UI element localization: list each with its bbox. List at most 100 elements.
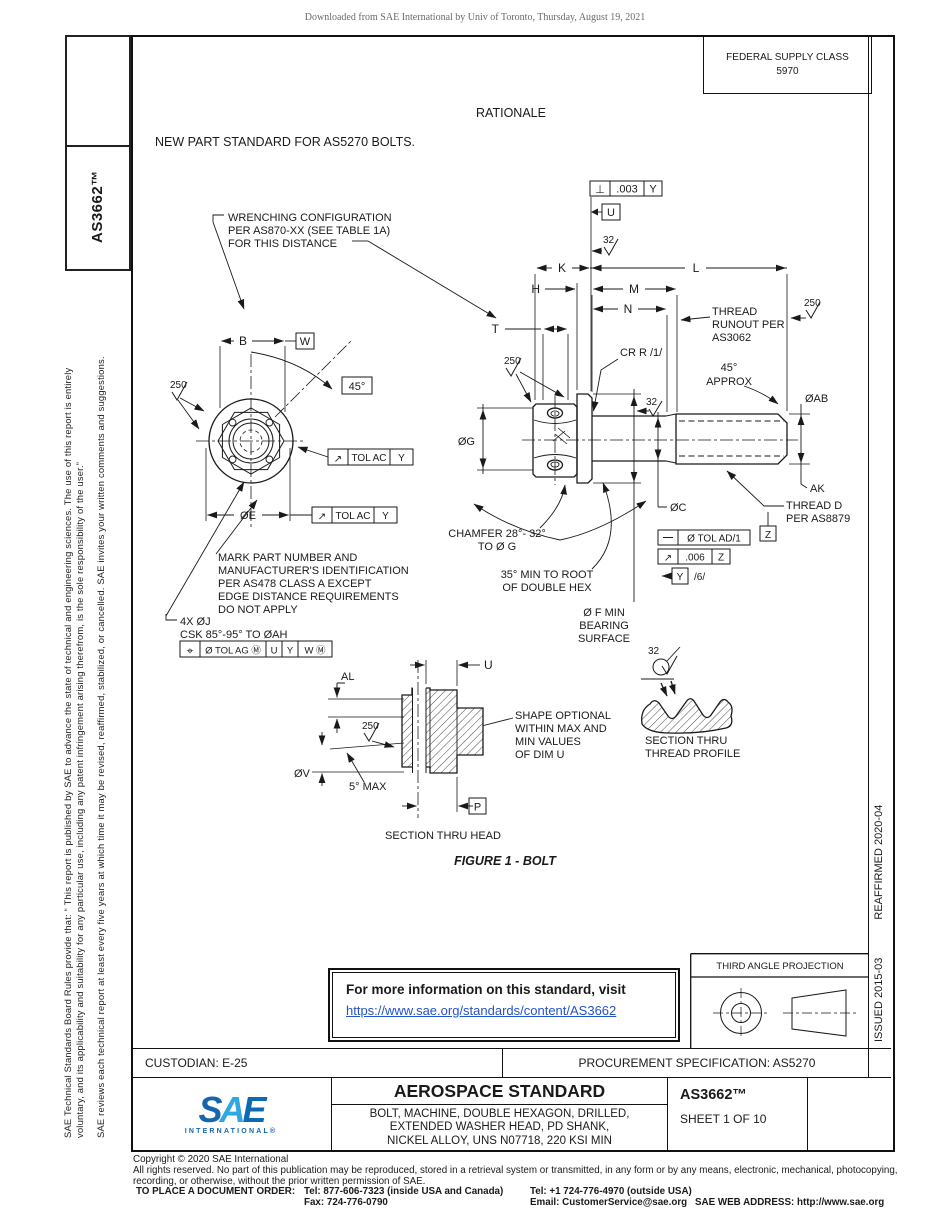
doc-number: AS3662™ [680, 1086, 747, 1103]
doc-type-heading: AEROSPACE STANDARD [332, 1078, 667, 1105]
custodian-label: CUSTODIAN: E-25 [131, 1049, 503, 1077]
fax-number: Fax: 724-776-0790 [304, 1197, 388, 1209]
rationale-heading: RATIONALE [476, 106, 546, 120]
datum-y-box: Y [677, 572, 684, 583]
leader-lines [165, 214, 806, 783]
chamfer-note-line1: CHAMFER 28°- 32° [448, 528, 545, 540]
runout2-tol-ac: TOL AC [335, 511, 370, 522]
angle-45-box: 45° [349, 381, 366, 393]
runout2-datum-y: Y [382, 511, 389, 522]
dim-l: L [693, 261, 700, 275]
cr-note: CR R /1/ [620, 347, 663, 359]
section-thru-head [312, 660, 484, 818]
section-thread-caption2: THREAD PROFILE [645, 748, 740, 760]
doc-subtitle-line3: NICKEL ALLOY, UNS N07718, 220 KSI MIN [386, 1134, 612, 1147]
doc-subtitle-line2: EXTENDED WASHER HEAD, PD SHANK, [389, 1121, 610, 1133]
hex35-note-line2: OF DOUBLE HEX [502, 582, 592, 594]
dim-k: K [558, 261, 566, 275]
dim-dg: ØG [458, 436, 475, 448]
download-watermark: Downloaded from SAE International by Uni… [304, 12, 646, 23]
fsc-label: FEDERAL SUPPLY CLASS [726, 51, 849, 63]
sae-logo: SAE INTERNATIONAL® [131, 1077, 332, 1150]
fcf-runout-value: .006 [685, 553, 705, 564]
oj-note-line1: 4X ØJ [180, 616, 211, 628]
dim-de: ØE [240, 510, 256, 522]
shape-note-line4: OF DIM U [515, 749, 565, 761]
figure-labels: WRENCHING CONFIGURATION PER AS870-XX (SE… [170, 184, 850, 869]
wrench-note-line2: PER AS870-XX (SEE TABLE 1A) [228, 225, 390, 237]
fcf-perpendicularity-datum: Y [649, 184, 657, 196]
rights-line2: recording, or otherwise, without the pri… [133, 1175, 426, 1187]
mark-note-line1: MARK PART NUMBER AND [218, 552, 357, 564]
rationale-body: NEW PART STANDARD FOR AS5270 BOLTS. [155, 135, 416, 149]
dimension-lines-top [505, 264, 787, 333]
position-datum3: W Ⓜ [304, 646, 326, 657]
tel-inside: Tel: 877-606-7323 (inside USA and Canada… [304, 1186, 504, 1198]
dim-u: U [484, 658, 493, 672]
fcf-perpendicularity-value: .003 [616, 184, 637, 196]
bolt-side-view [522, 393, 798, 485]
info-box: For more information on this standard, v… [328, 968, 680, 1042]
order-row2: Fax: 724-776-0790 Email: CustomerService… [133, 1198, 933, 1209]
title-cell: AEROSPACE STANDARD BOLT, MACHINE, DOUBLE… [332, 1077, 668, 1150]
finish-32-top: 32 [603, 235, 615, 246]
datum-w-label: W [300, 336, 311, 348]
logo-subtext: INTERNATIONAL® [184, 1127, 278, 1135]
finish-250-section: 250 [362, 721, 379, 732]
fmin-line1: Ø F MIN [583, 607, 625, 619]
copyright-line: Copyright © 2020 SAE International [133, 1154, 289, 1165]
info-box-inner: For more information on this standard, v… [332, 972, 676, 1038]
position-datum2: Y [287, 646, 294, 657]
surface-finish-symbols [171, 238, 821, 742]
mark-note-line2: MANUFACTURER'S IDENTIFICATION [218, 565, 409, 577]
footer-legal: Copyright © 2020 SAE International All r… [133, 1154, 933, 1209]
approx-45-line1: 45° [721, 362, 738, 374]
sidebar-legal-line1: SAE Technical Standards Board Rules prov… [62, 367, 73, 1138]
dim-b: B [239, 334, 247, 348]
web-address: SAE WEB ADDRESS: http://www.sae.org [695, 1197, 885, 1209]
procurement-label: PROCUREMENT SPECIFICATION: AS5270 [578, 1056, 816, 1070]
dimension-lines-left-view [207, 337, 333, 519]
issued-date: ISSUED 2015-03 [873, 957, 885, 1042]
thread-runout-line2: RUNOUT PER [712, 319, 785, 331]
position-symbol-icon: ⌖ [187, 644, 194, 658]
fcf-runout-datum: Z [718, 553, 724, 564]
approx-45-line2: APPROX [706, 376, 753, 388]
head-end-view [196, 339, 353, 528]
standard-link[interactable]: https://www.sae.org/standards/content/AS… [346, 1003, 617, 1018]
shape-note-line1: SHAPE OPTIONAL [515, 710, 611, 722]
dim-ak: AK [810, 483, 825, 495]
runout-tol-ac: TOL AC [351, 453, 386, 464]
finish-250-left: 250 [170, 380, 187, 391]
section-head-caption: SECTION THRU HEAD [385, 830, 501, 842]
fmin-line3: SURFACE [578, 633, 630, 645]
sheet-number: SHEET 1 OF 10 [680, 1111, 767, 1126]
sidebar-legal-line3: SAE reviews each technical report at lea… [95, 356, 106, 1138]
finish-32-shank: 32 [646, 397, 658, 408]
fcf-perpendicularity-symbol: ⊥ [595, 184, 605, 196]
dim-dv: ØV [294, 768, 311, 780]
tel-outside: Tel: +1 724-776-4970 (outside USA) [530, 1186, 692, 1198]
runout2-arrow-icon: ↗ [318, 512, 326, 523]
figure1-bolt-drawing: WRENCHING CONFIGURATION PER AS870-XX (SE… [165, 180, 850, 869]
sidebar-empty-box [65, 35, 131, 147]
shape-note-line2: WITHIN MAX AND [515, 723, 607, 735]
thread-d-line2: PER AS8879 [786, 513, 850, 525]
sidebar-legal-line2: voluntary, and its applicability and sui… [74, 461, 85, 1138]
runout-datum-y: Y [398, 453, 405, 464]
datum-p-label: P [474, 802, 481, 814]
finish-32-thread-profile: 32 [648, 646, 660, 657]
extension-lines [205, 197, 810, 521]
logo-letter-s: S [198, 1088, 222, 1130]
title-block: SAE INTERNATIONAL® AEROSPACE STANDARD BO… [131, 1077, 891, 1152]
fmin-line2: BEARING [579, 620, 629, 632]
dim-t: T [492, 322, 500, 336]
revision-column-divider [868, 35, 869, 1078]
order-row1: TO PLACE A DOCUMENT ORDER: Tel: 877-606-… [133, 1187, 933, 1198]
sae-logo-word: SAE [198, 1091, 266, 1127]
doc-number-cell: AS3662™ SHEET 1 OF 10 [668, 1077, 808, 1150]
logo-letter-e: E [242, 1088, 267, 1130]
shape-note-line3: MIN VALUES [515, 736, 581, 748]
note-6: /6/ [694, 572, 705, 583]
